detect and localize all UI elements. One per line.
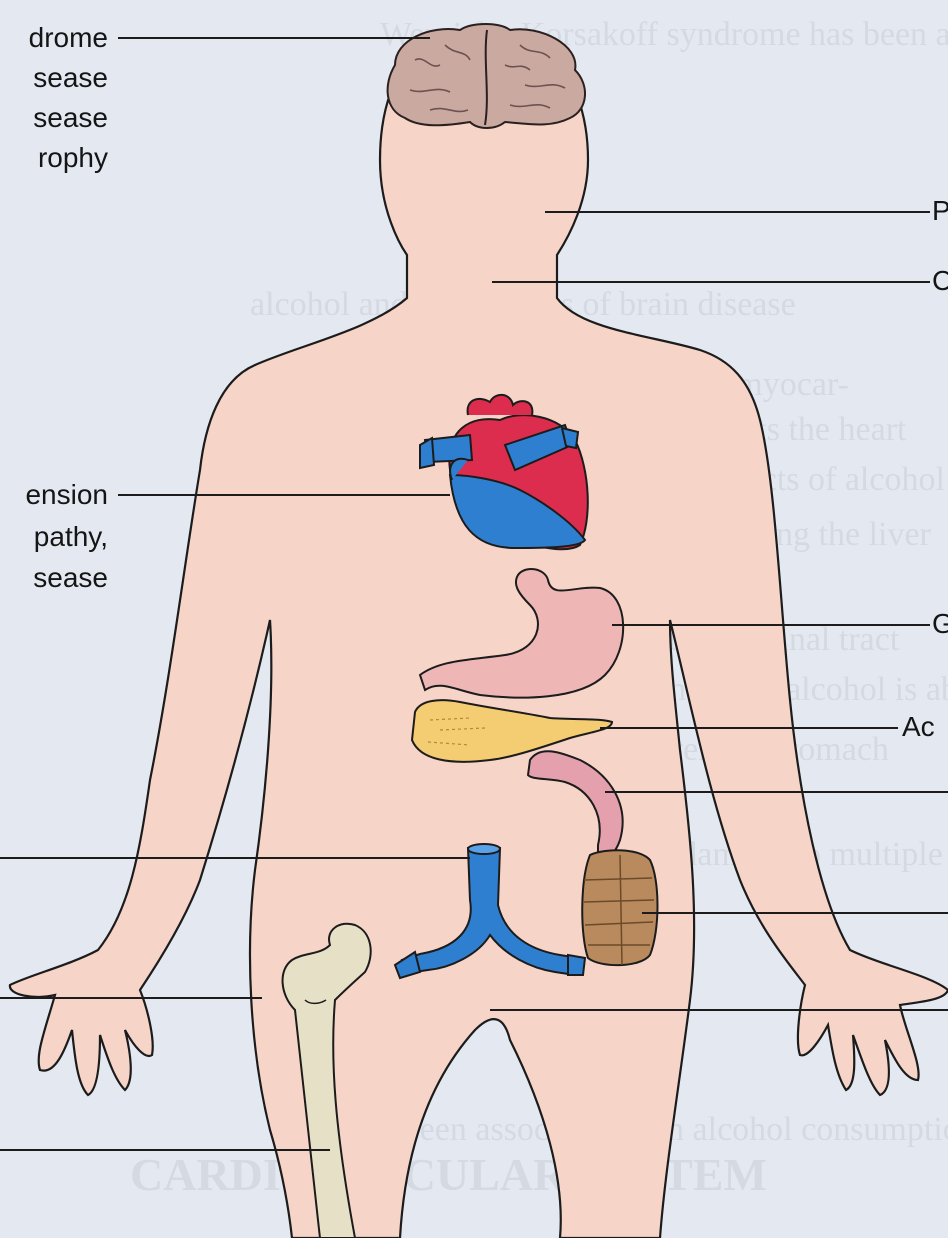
label-heart-1: ension — [25, 481, 108, 509]
brain — [388, 24, 585, 128]
label-stomach: G — [932, 610, 948, 638]
label-heart-3: sease — [33, 564, 108, 592]
label-heart-2: pathy, — [34, 523, 108, 551]
label-brain-3: sease — [33, 104, 108, 132]
label-brain-2: sease — [33, 64, 108, 92]
label-right-1: P — [932, 197, 948, 225]
label-right-2: C — [932, 267, 948, 295]
label-brain-4: rophy — [38, 144, 108, 172]
label-pancreas: Ac — [902, 713, 935, 741]
label-brain-1: drome — [29, 24, 108, 52]
background-text-line: CARDIOVASCULAR SYSTEM — [130, 1149, 767, 1200]
colon — [582, 850, 657, 965]
